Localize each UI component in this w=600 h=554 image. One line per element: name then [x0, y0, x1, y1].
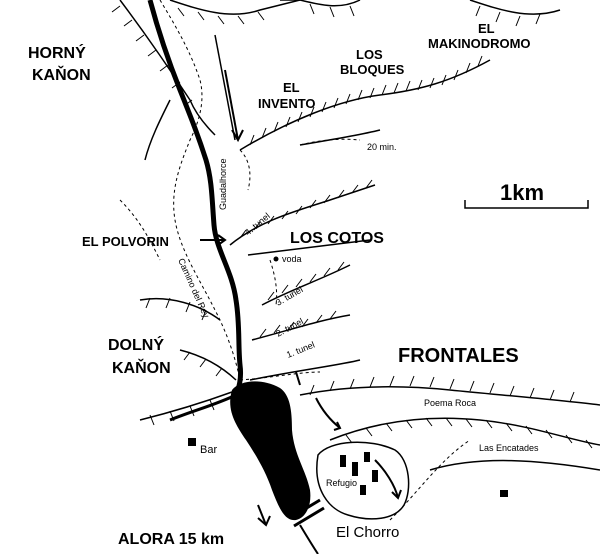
- label-los-bloques-line2: BLOQUES: [340, 62, 405, 77]
- canyon-rims: [119, 0, 600, 471]
- label-bar: Bar: [200, 444, 217, 456]
- label-el-invento-line2: INVENTO: [258, 96, 316, 111]
- water-source-marker: [273, 256, 279, 262]
- label-el-chorro: El Chorro: [336, 524, 399, 541]
- label-dolny-kanon-line1: DOLNÝ: [108, 335, 164, 354]
- label-20-min: 20 min.: [367, 142, 397, 152]
- rim-hatching: [111, 3, 593, 449]
- dam: [289, 498, 325, 528]
- approach-arrows: [200, 69, 402, 527]
- label-camino-del-rey: Camino del Rey: [176, 257, 211, 320]
- label-los-cotos: LOS COTOS: [290, 230, 384, 247]
- reservoir: [230, 381, 311, 521]
- label-dolny-kanon-line2: KAŇON: [112, 358, 171, 377]
- label-tunel-3: 3. tunel: [274, 284, 305, 307]
- scale-bar: [464, 200, 589, 209]
- buildings: [188, 438, 508, 497]
- label-tunel-4: 4. tunel: [243, 211, 272, 238]
- label-el-makinodromo-line2: MAKINODROMO: [428, 36, 531, 51]
- label-alora-distance: ALORA 15 km: [118, 531, 224, 548]
- label-refugio: Refugio: [326, 478, 357, 488]
- label-horny-kanon-line2: KAŇON: [32, 65, 91, 84]
- label-los-bloques-line1: LOS: [356, 47, 383, 62]
- label-el-polvorin: EL POLVORIN: [82, 234, 169, 249]
- label-tunel-1: 1. tunel: [285, 340, 316, 360]
- label-el-makinodromo-line1: EL: [478, 21, 495, 36]
- label-scale: 1km: [500, 180, 544, 205]
- river-outflow: [299, 524, 319, 554]
- label-horny-kanon-line1: HORNÝ: [28, 43, 86, 62]
- el-chorro-area: [316, 441, 410, 520]
- label-frontales: FRONTALES: [398, 345, 519, 367]
- label-river-guadalhorce: Guadalhorce: [218, 158, 228, 210]
- label-las-encatades: Las Encatades: [479, 443, 539, 453]
- label-poema-roca: Poema Roca: [424, 398, 476, 408]
- label-voda: voda: [282, 254, 302, 264]
- river-guadalhorce: [147, 0, 243, 396]
- river-lower: [169, 393, 237, 422]
- label-el-invento-line1: EL: [283, 80, 300, 95]
